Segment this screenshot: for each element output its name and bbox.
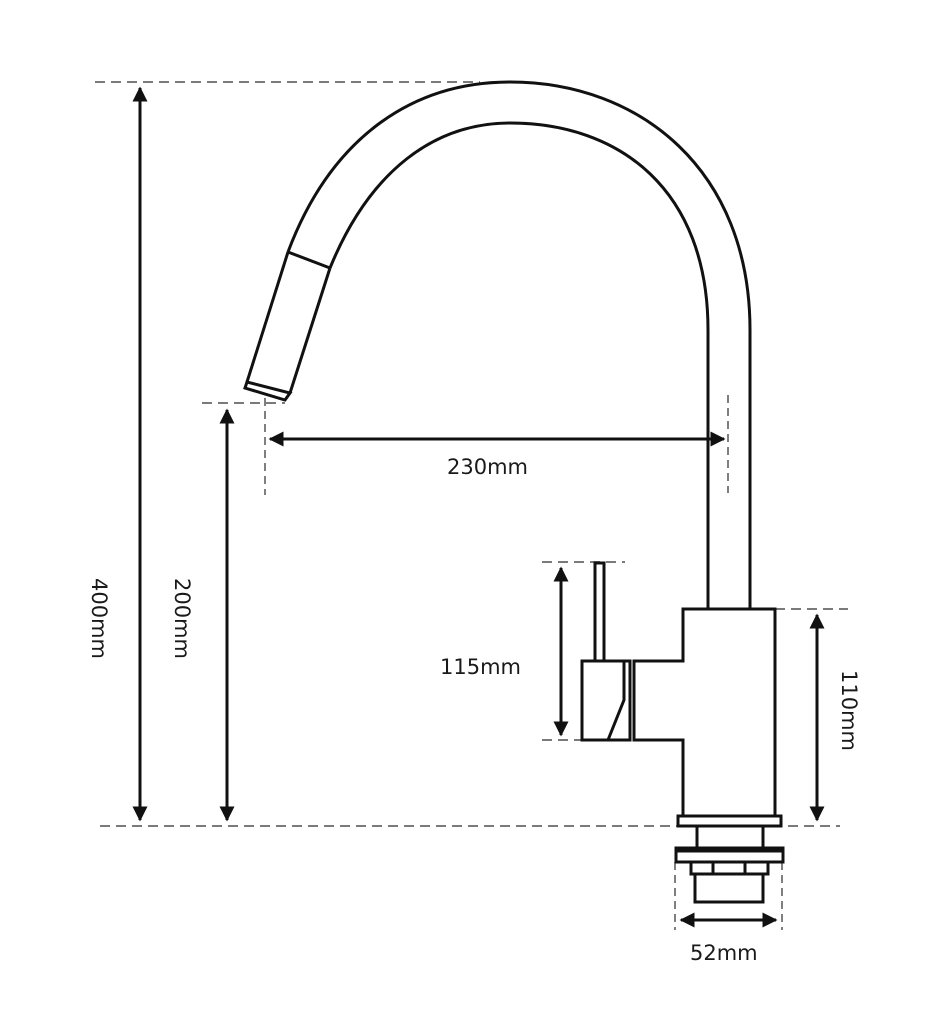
dimension-label-110: 110mm	[837, 670, 861, 751]
guide-lines	[95, 81, 848, 930]
dimension-arrows	[132, 86, 825, 928]
dimension-label-230: 230mm	[447, 455, 528, 479]
dimension-label-400: 400mm	[87, 578, 111, 659]
dimension-label-52: 52mm	[690, 941, 758, 965]
faucet-outline	[243, 80, 785, 904]
dimension-label-200: 200mm	[170, 578, 194, 659]
dimension-label-115: 115mm	[440, 655, 521, 679]
